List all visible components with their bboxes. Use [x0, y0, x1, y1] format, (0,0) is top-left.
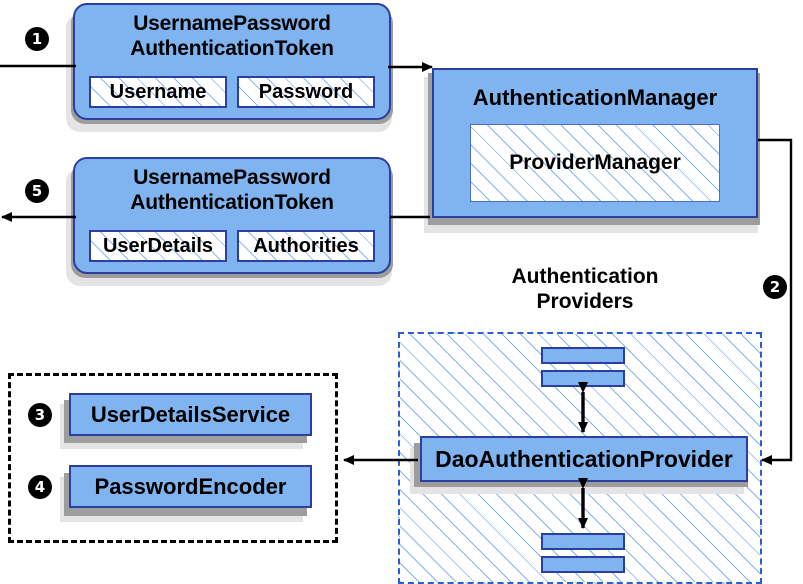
- response-token-slots: UserDetails Authorities: [89, 230, 375, 262]
- authentication-providers-caption: Authentication Providers: [455, 264, 715, 314]
- request-token-slot-username[interactable]: Username: [89, 76, 227, 108]
- response-token-slot-userdetails[interactable]: UserDetails: [89, 230, 227, 262]
- response-token-title: UsernamePassword AuthenticationToken: [75, 165, 389, 215]
- passwordencoder-label: PasswordEncoder: [94, 473, 287, 499]
- step-badge-5: 5: [25, 179, 49, 203]
- step-badge-1: 1: [25, 27, 49, 51]
- step-badge-2: 2: [763, 275, 787, 299]
- request-token-slots: Username Password: [89, 76, 375, 108]
- userdetailsservice-box[interactable]: UserDetailsService: [69, 393, 312, 436]
- provider-manager-label: ProviderManager: [509, 151, 681, 174]
- authentication-providers-caption-line2: Providers: [536, 290, 634, 313]
- response-token-title-line2: AuthenticationToken: [130, 191, 334, 214]
- authentication-providers-caption-line1: Authentication: [511, 265, 659, 288]
- request-token-slot-username-label: Username: [109, 80, 207, 103]
- request-token-box[interactable]: UsernamePassword AuthenticationToken Use…: [73, 3, 391, 120]
- response-token-slot-authorities[interactable]: Authorities: [237, 230, 375, 262]
- dao-authentication-provider-box[interactable]: DaoAuthenticationProvider: [420, 436, 748, 482]
- other-provider-bar-top-1: [541, 347, 625, 364]
- request-token-title-line2: AuthenticationToken: [130, 37, 334, 60]
- other-provider-bar-top-2: [541, 370, 625, 387]
- dao-authentication-provider-label: DaoAuthenticationProvider: [435, 445, 733, 472]
- other-provider-bar-bottom-1: [541, 533, 625, 550]
- request-token-title-line1: UsernamePassword: [133, 12, 331, 35]
- request-token-slot-password-label: Password: [258, 80, 354, 103]
- userdetailsservice-label: UserDetailsService: [90, 401, 291, 427]
- response-token-slot-userdetails-label: UserDetails: [102, 234, 214, 257]
- response-token-title-line1: UsernamePassword: [133, 166, 331, 189]
- response-token-slot-authorities-label: Authorities: [253, 234, 359, 257]
- provider-manager-panel[interactable]: ProviderManager: [470, 124, 720, 202]
- response-token-box[interactable]: UsernamePassword AuthenticationToken Use…: [73, 157, 391, 274]
- step-badge-4: 4: [28, 475, 52, 499]
- passwordencoder-box[interactable]: PasswordEncoder: [69, 465, 312, 508]
- request-token-slot-password[interactable]: Password: [237, 76, 375, 108]
- support-services-container: [8, 373, 338, 543]
- other-provider-bar-bottom-2: [541, 556, 625, 573]
- authentication-manager-title: AuthenticationManager: [472, 85, 718, 110]
- request-token-title: UsernamePassword AuthenticationToken: [75, 11, 389, 61]
- step-badge-3: 3: [28, 403, 52, 427]
